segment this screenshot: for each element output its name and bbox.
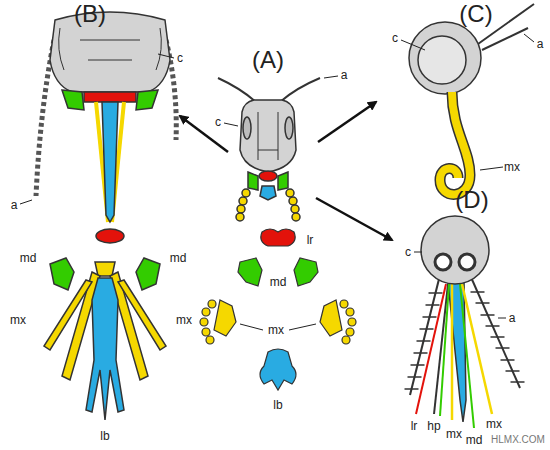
part-label: c [392, 32, 398, 44]
leader-lines-c [401, 34, 534, 170]
leader-line [414, 252, 422, 253]
eye [459, 254, 475, 270]
head-capsule [409, 22, 481, 94]
leader-lines-a [224, 76, 338, 330]
leader-line [524, 34, 534, 42]
labium [448, 282, 466, 422]
part-label: md [20, 252, 37, 264]
parts-a [200, 229, 356, 390]
part-label: lb [100, 430, 109, 442]
face-line [258, 112, 278, 160]
head-line [59, 28, 162, 70]
part-label: lr [307, 234, 314, 246]
mandible [238, 258, 262, 286]
maxilla-stylet [462, 284, 492, 414]
part-label: mx [486, 418, 502, 430]
part-label: c [405, 246, 411, 258]
labrum [96, 229, 124, 243]
proboscis-outline [440, 92, 470, 194]
part-label: c [177, 52, 183, 64]
eye [243, 117, 251, 139]
panel-letter: (D) [455, 188, 488, 212]
leader-line [20, 200, 32, 204]
panel-arrows [180, 102, 392, 240]
part-label: md [170, 252, 187, 264]
mandible [278, 172, 288, 190]
mandible [136, 258, 160, 290]
part-label: a [11, 199, 18, 211]
leader-line [224, 123, 238, 126]
eye [285, 117, 293, 139]
leader-line [289, 324, 316, 330]
part-label: c [215, 116, 221, 128]
arrow [316, 198, 392, 240]
part-label: hp [427, 420, 440, 432]
labium [102, 102, 118, 222]
head-capsule [240, 100, 296, 172]
antenna-barbs [405, 293, 443, 389]
leader-line [324, 76, 338, 78]
mandible [62, 90, 84, 110]
panel-letter: (C) [459, 2, 492, 26]
part-label: mx [10, 314, 26, 326]
eye [435, 254, 451, 270]
labrum [84, 92, 136, 102]
part-label: md [270, 276, 287, 288]
part-label: mx [446, 428, 462, 440]
maxilla [44, 280, 92, 350]
proboscis [440, 92, 470, 194]
leader-lines-d [414, 252, 506, 318]
maxilla-stylet [451, 284, 454, 420]
mandible-stylet [440, 284, 449, 416]
mandible [294, 258, 318, 286]
head-d [405, 216, 525, 428]
head-capsule [50, 12, 170, 92]
mandible [50, 258, 74, 290]
antenna [218, 78, 256, 102]
labium [260, 349, 296, 390]
leader-lines-b [20, 54, 174, 204]
part-label: mx [176, 314, 192, 326]
maxilla [118, 280, 166, 350]
part-label: md [466, 434, 483, 446]
leader-line [401, 40, 425, 50]
leader-line [480, 167, 503, 170]
part-label: lb [273, 399, 282, 411]
part-label: a [341, 69, 348, 81]
leader-line [240, 324, 263, 330]
leader-line [158, 54, 174, 58]
antenna [482, 28, 528, 50]
maxilla [320, 300, 342, 336]
labium [86, 278, 124, 420]
labrum [261, 229, 295, 246]
part-label: mx [504, 161, 520, 173]
labrum [259, 171, 277, 181]
antenna-barbs [471, 292, 525, 382]
head-capsule [421, 216, 489, 284]
head-b [36, 12, 176, 420]
maxilla-palp [236, 189, 300, 221]
eye [418, 36, 466, 84]
part-label: a [537, 38, 544, 50]
maxilla [214, 300, 236, 336]
antenna [280, 78, 320, 102]
mandible [136, 90, 158, 110]
leader-line [498, 318, 506, 319]
maxilla [95, 262, 115, 276]
maxilla-palp [200, 300, 356, 344]
labium [260, 186, 276, 200]
panel-letter: (B) [74, 2, 106, 26]
part-label: a [509, 312, 516, 324]
arrow [180, 116, 228, 152]
mandible [248, 172, 258, 190]
head-a [218, 78, 320, 221]
part-label: mx [268, 324, 284, 336]
arrow [318, 102, 376, 142]
part-label: lr [411, 420, 418, 432]
head-c [409, 4, 534, 194]
watermark: HLMX.COM [491, 435, 545, 445]
panel-letter: (A) [252, 48, 284, 72]
